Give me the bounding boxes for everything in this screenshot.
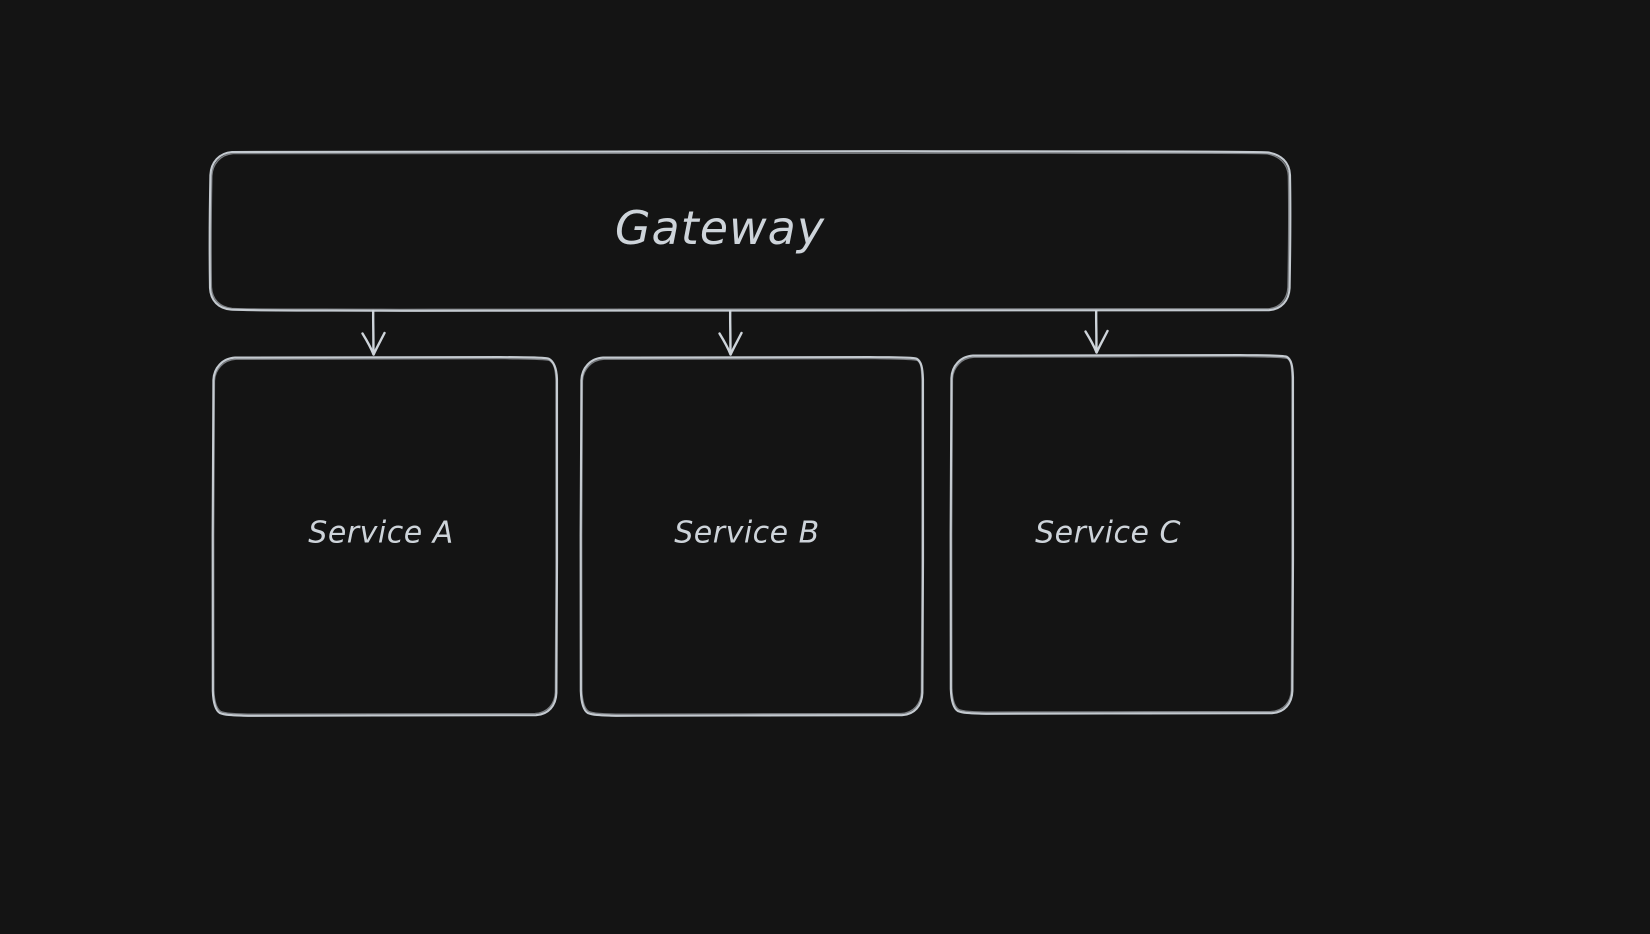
service-b-box[interactable]	[579, 355, 925, 717]
gateway-to-service-b-arrow[interactable]	[718, 309, 743, 356]
gateway-to-service-a-arrowhead	[361, 331, 386, 356]
service-a-outline-stroke-2	[212, 357, 557, 715]
service-b-outline-stroke-1	[579, 355, 925, 717]
gateway-to-service-b-arrowhead	[718, 331, 743, 356]
gateway-box-outline-stroke-1	[208, 150, 1292, 312]
service-c-node[interactable]	[951, 355, 1292, 714]
service-a-node[interactable]	[213, 357, 557, 716]
service-c-outline-stroke-2	[950, 355, 1293, 713]
gateway-to-service-a-arrow[interactable]	[361, 309, 386, 356]
gateway-node[interactable]	[210, 151, 1291, 311]
service-a-label: Service A	[308, 515, 454, 551]
service-b-label: Service B	[674, 515, 820, 551]
service-b-node[interactable]	[581, 357, 923, 716]
gateway-box-outline-stroke-2	[210, 152, 1290, 311]
service-a-box[interactable]	[211, 355, 559, 717]
gateway-box[interactable]	[208, 150, 1292, 312]
service-c-label: Service C	[1035, 515, 1181, 551]
gateway-to-service-c-arrowhead	[1084, 329, 1109, 354]
service-c-box[interactable]	[949, 353, 1295, 715]
service-a-outline-stroke-1	[211, 355, 559, 717]
service-b-outline-stroke-2	[580, 357, 923, 715]
gateway-to-service-c-arrow[interactable]	[1084, 309, 1109, 354]
service-c-outline-stroke-1	[949, 353, 1295, 715]
gateway-label: Gateway	[614, 201, 826, 255]
